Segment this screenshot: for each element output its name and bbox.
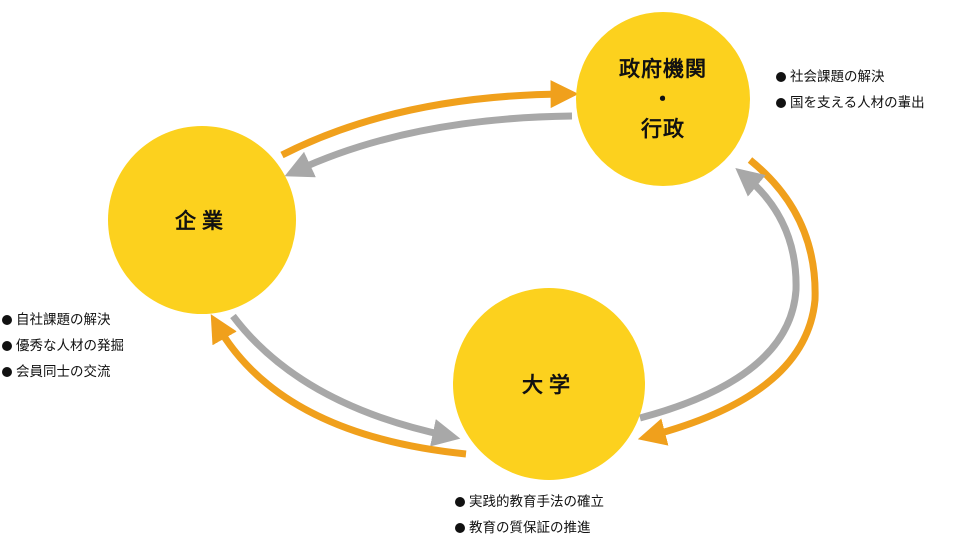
arrow-government-to-company [284, 112, 573, 178]
bullet-icon [2, 315, 12, 325]
bullet-icon [2, 341, 12, 351]
node-government: 政府機関 ・ 行政 [576, 12, 750, 186]
university-benefits-list: 実践的教育手法の確立 教育の質保証の推進 [455, 489, 604, 541]
arrow-company-to-university [230, 313, 461, 447]
list-item: 実践的教育手法の確立 [455, 489, 604, 515]
list-item: 自社課題の解決 [2, 307, 124, 333]
node-university-label: 大学 [522, 373, 576, 397]
arrow-university-to-company [210, 314, 467, 458]
node-company: 企業 [108, 126, 296, 314]
bullet-icon [2, 367, 12, 377]
government-benefits-list: 社会課題の解決 国を支える人材の輩出 [776, 64, 925, 116]
list-item: 優秀な人材の発掘 [2, 333, 124, 359]
node-government-label: 政府機関 ・ 行政 [619, 57, 707, 141]
list-item: 会員同士の交流 [2, 359, 124, 385]
arrow-university-to-government [639, 167, 800, 422]
arrow-company-to-government [280, 80, 579, 159]
list-item: 教育の質保証の推進 [455, 515, 604, 541]
bullet-icon [776, 98, 786, 108]
bullet-icon [776, 72, 786, 82]
list-item: 国を支える人材の輩出 [776, 90, 925, 116]
company-benefits-list: 自社課題の解決 優秀な人材の発掘 会員同士の交流 [2, 307, 124, 385]
list-item: 社会課題の解決 [776, 64, 925, 90]
arrow-government-to-university [637, 157, 819, 446]
node-university: 大学 [453, 288, 645, 480]
bullet-icon [455, 497, 465, 507]
bullet-icon [455, 523, 465, 533]
node-company-label: 企業 [175, 209, 229, 233]
